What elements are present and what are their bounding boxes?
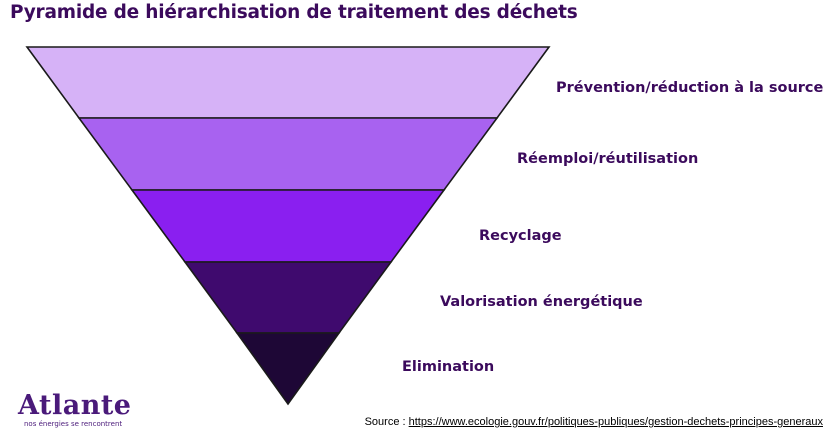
diagram-title: Pyramide de hiérarchisation de traitemen… (10, 2, 578, 23)
source-prefix: Source : (364, 416, 409, 428)
level-label-prevention: Prévention/réduction à la source (556, 80, 824, 96)
pyramid-band-2 (77, 117, 499, 191)
pyramid-band-4 (183, 261, 393, 334)
atlante-logo: Atlante nos énergies se rencontrent (18, 390, 132, 429)
level-label-elimination: Elimination (402, 359, 495, 375)
pyramid-band-5 (235, 332, 341, 406)
level-label-recyclage: Recyclage (479, 228, 562, 244)
source-link[interactable]: https://www.ecologie.gouv.fr/politiques-… (408, 416, 823, 428)
level-label-valorisation: Valorisation énergétique (440, 294, 643, 310)
source-citation: Source : https://www.ecologie.gouv.fr/po… (365, 416, 823, 428)
level-label-reemploi: Réemploi/réutilisation (517, 151, 699, 167)
pyramid-band-1 (25, 46, 551, 119)
pyramid-band-3 (130, 189, 446, 263)
logo-name: Atlante (18, 390, 132, 421)
logo-tagline: nos énergies se rencontrent (24, 420, 123, 428)
